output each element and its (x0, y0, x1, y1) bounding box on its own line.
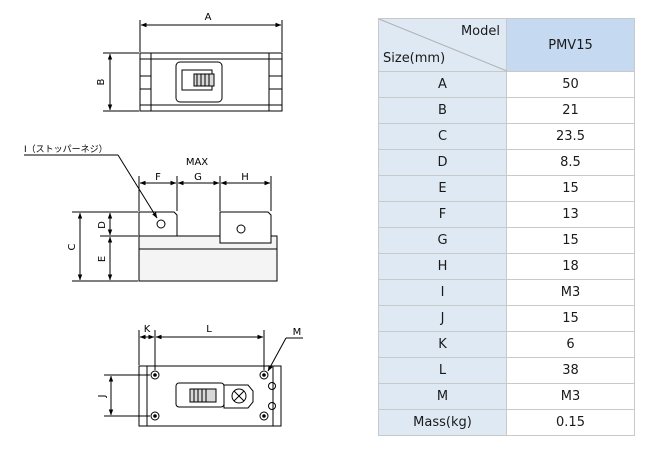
label-d: D (97, 221, 108, 229)
row-value: 6 (506, 331, 635, 358)
label-k: K (144, 324, 151, 335)
row-value: 21 (506, 97, 635, 124)
row-value: 15 (506, 305, 635, 332)
table-header-row: Model Size(mm) PMV15 (378, 18, 635, 72)
table-row: Mass(kg)0.15 (378, 409, 635, 436)
label-j: J (97, 395, 108, 399)
row-label: C (378, 123, 507, 150)
label-f: F (155, 172, 161, 183)
row-label: A (378, 71, 507, 98)
label-m: M (293, 327, 302, 338)
row-value: 38 (506, 357, 635, 384)
row-label: Mass(kg) (378, 409, 507, 436)
row-label: D (378, 149, 507, 176)
label-stopper-screw: I（ストッパーネジ） (24, 144, 108, 155)
row-value: 18 (506, 253, 635, 280)
label-max: MAX (186, 157, 208, 168)
header-model-name: PMV15 (506, 18, 635, 72)
technical-drawing: A B I（ストッパーネジ） MAX F G H C D E K L M J (24, 12, 303, 427)
label-e: E (97, 256, 108, 262)
row-label: J (378, 305, 507, 332)
top-view (139, 52, 283, 112)
bottom-view (138, 365, 282, 427)
row-label: M (378, 383, 507, 410)
dimension-kl (138, 330, 265, 370)
header-model: Model (460, 24, 500, 39)
header-diagonal-cell: Model Size(mm) (378, 18, 507, 72)
dimension-cde (72, 211, 138, 282)
row-value: 15 (506, 227, 635, 254)
row-label: B (378, 97, 507, 124)
row-label: K (378, 331, 507, 358)
row-value: 8.5 (506, 149, 635, 176)
label-g: G (194, 172, 202, 183)
label-h: H (241, 172, 249, 183)
row-label: G (378, 227, 507, 254)
dimension-fgh (138, 176, 272, 211)
dimension-b (103, 52, 139, 112)
row-label: L (378, 357, 507, 384)
dimension-a (139, 20, 283, 52)
row-label: H (378, 253, 507, 280)
label-a: A (205, 12, 212, 23)
dimension-j (104, 374, 150, 417)
row-value: 13 (506, 201, 635, 228)
row-label: F (378, 201, 507, 228)
diagonal-line (379, 19, 507, 71)
row-value: 50 (506, 71, 635, 98)
row-label: I (378, 279, 507, 306)
stopper-screw-leader (24, 154, 158, 219)
row-value: M3 (506, 279, 635, 306)
row-value: 15 (506, 175, 635, 202)
row-label: E (378, 175, 507, 202)
row-value: 0.15 (506, 409, 635, 436)
row-value: 23.5 (506, 123, 635, 150)
header-size: Size(mm) (383, 51, 446, 66)
side-view (138, 211, 278, 282)
label-c: C (67, 243, 78, 250)
row-value: M3 (506, 383, 635, 410)
label-b: B (96, 78, 107, 85)
m-leader (267, 337, 303, 372)
label-l: L (206, 324, 212, 335)
